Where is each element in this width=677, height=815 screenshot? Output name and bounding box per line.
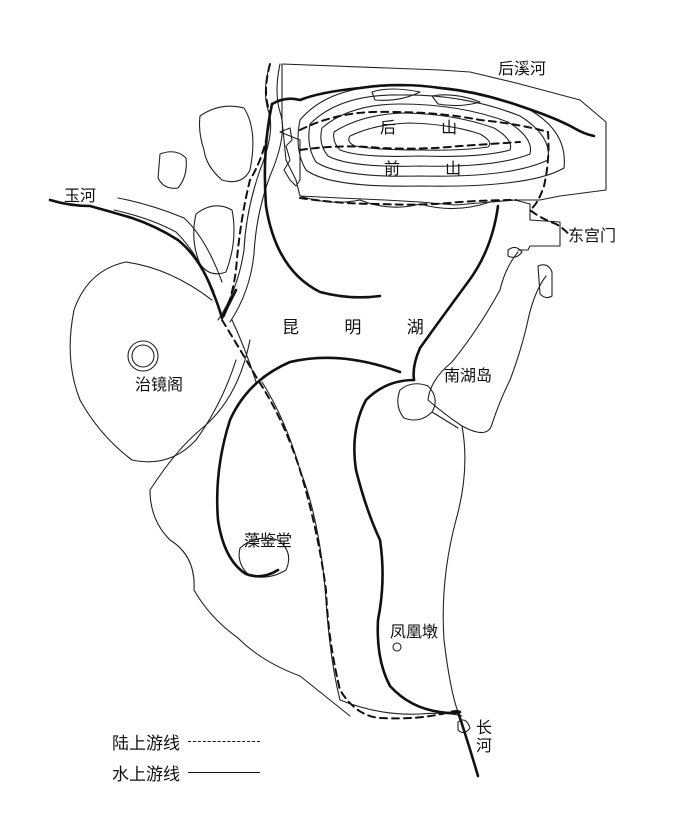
hill-contour (371, 88, 421, 101)
hill-contour (320, 103, 532, 167)
land-route-hill-base (299, 197, 517, 206)
west-dike-shore (261, 381, 341, 701)
east-gate-compound (514, 199, 561, 251)
yu-river-bank (117, 197, 223, 283)
legend-water-route-label: 水上游线 (112, 765, 180, 785)
legend-dashed-line (188, 741, 260, 742)
zhijing-pavilion-island (127, 340, 159, 372)
chang-river-islet (457, 719, 471, 734)
label-qian-shan: 前 山 (384, 159, 482, 178)
water-route-houxi-river (270, 83, 596, 138)
east-dike (442, 425, 466, 713)
fenghuang-mound-marker (392, 642, 402, 652)
legend-land-route: 陆上游线 (112, 729, 260, 754)
label-kun-ming-hu: 昆 明 湖 (282, 318, 444, 338)
water-route-yu-river (48, 198, 224, 320)
water-route-south (353, 378, 462, 715)
west-lake-shore (217, 63, 272, 321)
label-nan-hu-dao: 南湖岛 (444, 366, 493, 385)
land-route-front-hill (299, 141, 521, 151)
northwest-pond (198, 105, 254, 183)
seventeen-arch-bridge (431, 411, 459, 429)
east-island-small (507, 246, 523, 258)
lake-northwest-edge (231, 319, 257, 383)
water-route-zaojian (215, 356, 402, 578)
legend-solid-line (188, 772, 260, 773)
water-route-front-hill (263, 102, 382, 299)
label-yu-he: 玉河 (64, 186, 97, 205)
legend-land-route-label: 陆上游线 (112, 734, 180, 754)
label-hou-shan: 后 山 (380, 118, 478, 137)
zhijing-pavilion-inner (131, 344, 155, 368)
label-zhi-jing-ge: 治镜阁 (135, 375, 184, 394)
southwest-lake-shore (149, 339, 351, 717)
label-dong-gong-men: 东宫门 (568, 226, 617, 245)
label-feng-huang-dun: 凤凰墩 (390, 622, 439, 641)
northwest-pond-2 (193, 205, 235, 275)
water-route-east-curve (412, 204, 500, 382)
label-zao-jian-tang: 藻鉴堂 (244, 531, 293, 550)
lake-east-shore (427, 251, 547, 434)
legend-water-route: 水上游线 (112, 760, 260, 785)
label-chang-he: 长河 (473, 719, 492, 755)
label-hou-xi-he: 后溪河 (498, 59, 547, 78)
hill-contour (431, 94, 481, 107)
northwest-pond-3 (157, 151, 187, 189)
zhijing-lake-shore (69, 261, 237, 463)
hill-base (299, 195, 516, 210)
land-route-west-dike (220, 63, 463, 720)
zaojian-hall-island (238, 537, 290, 578)
east-pier (537, 264, 553, 299)
water-route-chang-river (456, 710, 480, 778)
yu-river-bank (113, 209, 215, 293)
terrace-building (279, 127, 301, 187)
